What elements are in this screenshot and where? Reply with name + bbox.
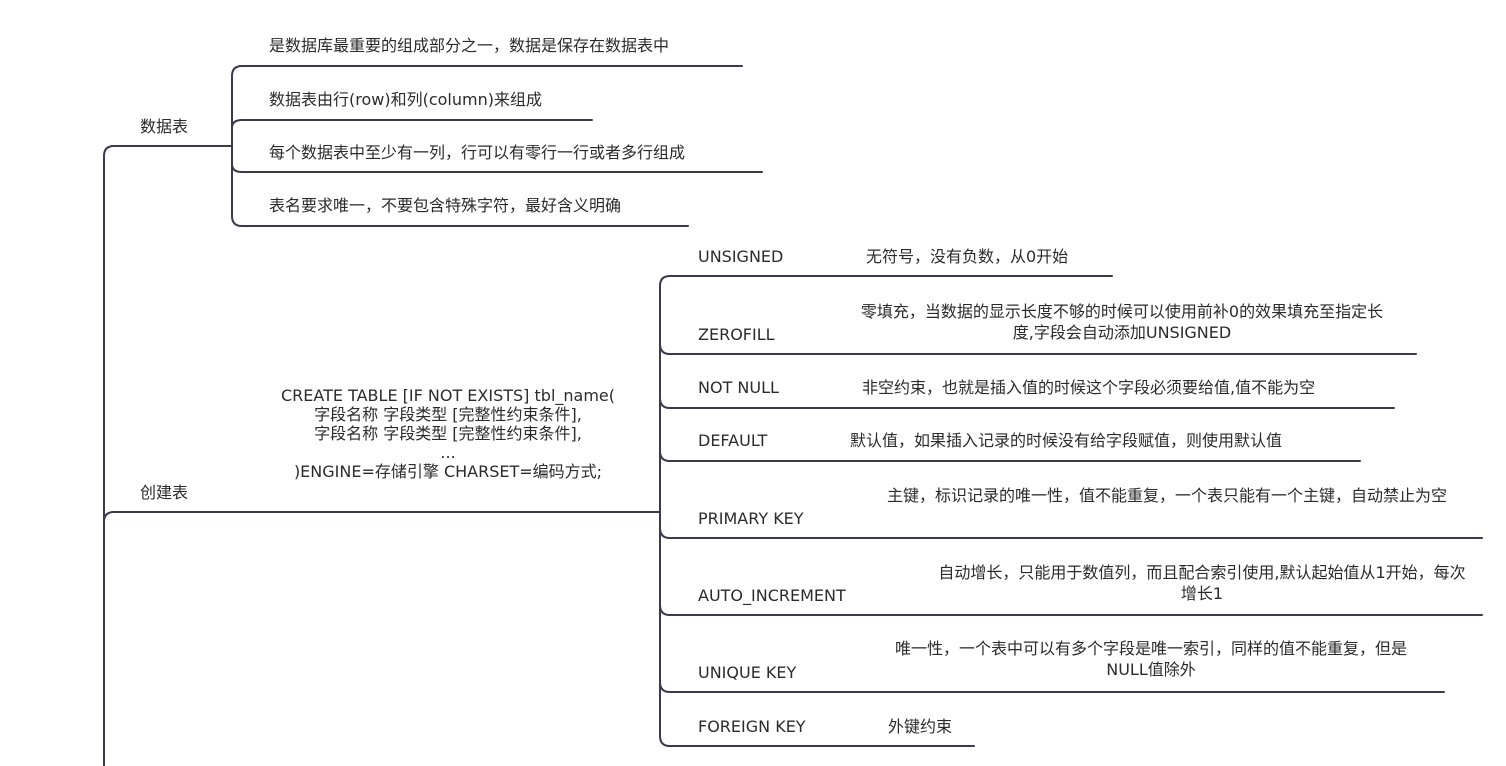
constraint-underline-5 (659, 527, 1483, 539)
constraint-desc-primary-key: 主键，标识记录的唯一性，值不能重复，一个表只能有一个主键，自动禁止为空 (886, 486, 1447, 505)
constraint-underline-3 (659, 397, 1395, 409)
trunk-line (103, 145, 209, 766)
syntax-line-5: )ENGINE=存储引擎 CHARSET=编码方式; (293, 462, 603, 481)
constraint-underline-6 (659, 604, 1483, 616)
syntax-line-1: CREATE TABLE [IF NOT EXISTS] tbl_name( (281, 386, 615, 405)
constraint-desc-unsigned: 无符号，没有负数，从0开始 (866, 247, 1069, 266)
table-point-2: 数据表由行(row)和列(column)来组成 (269, 90, 542, 109)
topic-create-label: 创建表 (140, 483, 189, 502)
constraint-name-primary-key: PRIMARY KEY (698, 509, 804, 528)
constraint-name-unique-key: UNIQUE KEY (698, 663, 797, 682)
constraint-desc-auto-increment: 自动增长，只能用于数值列，而且配合索引使用,默认起始值从1开始，每次增长1 (938, 563, 1466, 603)
table-point-1: 是数据库最重要的组成部分之一，数据是保存在数据表中 (269, 36, 670, 55)
constraint-desc-zerofill: 零填充，当数据的显示长度不够的时候可以使用前补0的效果填充至指定长度,字段会自动… (860, 302, 1384, 342)
constraint-underline-2 (659, 343, 1417, 355)
point-underline-2 (231, 119, 593, 129)
table-point-3: 每个数据表中至少有一列，行可以有零行一行或者多行组成 (269, 143, 686, 162)
constraint-name-unsigned: UNSIGNED (698, 247, 784, 266)
constraint-desc-unique-key: 唯一性，一个表中可以有多个字段是唯一索引，同样的值不能重复，但是NULL值除外 (894, 639, 1407, 679)
constraint-desc-default: 默认值，如果插入记录的时候没有给字段赋值，则使用默认值 (850, 431, 1283, 450)
syntax-line-4: ... (440, 443, 456, 462)
constraint-name-default: DEFAULT (698, 431, 768, 450)
syntax-line-3: 字段名称 字段类型 [完整性约束条件], (314, 424, 582, 443)
trunk-branch-create (103, 511, 233, 523)
topic-table-label: 数据表 (140, 117, 189, 136)
constraint-name-not-null: NOT NULL (698, 378, 779, 397)
constraint-underline-7 (659, 681, 1445, 693)
table-point-4: 表名要求唯一，不要包含特殊字符，最好含义明确 (269, 196, 622, 215)
syntax-line-2: 字段名称 字段类型 [完整性约束条件], (314, 405, 582, 424)
constraint-bracket (659, 275, 671, 747)
constraint-desc-foreign-key: 外键约束 (888, 717, 953, 736)
constraint-desc-not-null: 非空约束，也就是插入值的时候这个字段必须要给值,值不能为空 (862, 378, 1316, 397)
constraint-name-foreign-key: FOREIGN KEY (698, 717, 806, 736)
constraint-name-zerofill: ZEROFILL (698, 325, 775, 344)
create-syntax: CREATE TABLE [IF NOT EXISTS] tbl_name( 字… (258, 386, 638, 481)
point-underline-3 (231, 163, 763, 173)
constraint-underline-4 (659, 450, 1361, 462)
table-bracket (231, 65, 243, 227)
constraint-name-auto-increment: AUTO_INCREMENT (698, 586, 846, 605)
